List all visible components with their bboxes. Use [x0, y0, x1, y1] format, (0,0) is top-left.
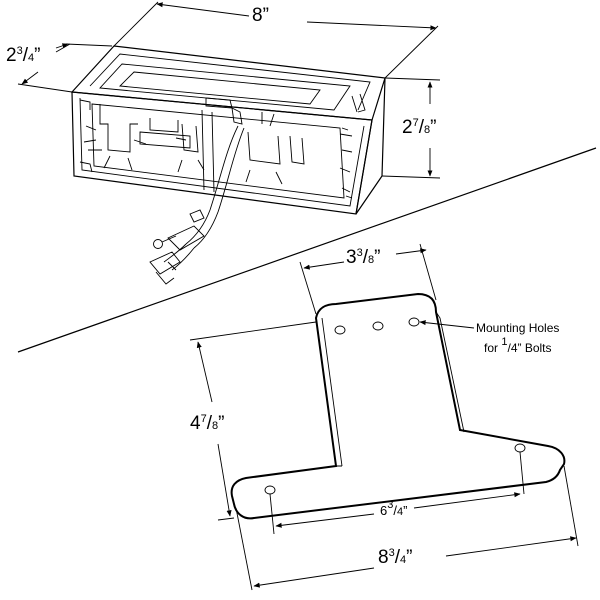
lamp-height-label: 27/8”	[402, 117, 437, 138]
dim-bracket-width	[235, 465, 579, 591]
dim-lamp-length	[113, 1, 439, 79]
dim-lamp-height	[381, 77, 441, 179]
lamp-depth-label: 23/4”	[6, 45, 41, 66]
mounting-hole	[334, 325, 346, 335]
mounting-holes-callout: Mounting Holes for 1/4” Bolts	[476, 322, 559, 354]
hole-spacing-label: 63/4”	[380, 499, 408, 518]
mounting-hole	[372, 321, 384, 331]
callout-line-1: Mounting Holes	[476, 321, 560, 335]
lamp-drawing	[70, 45, 386, 285]
callout-line-2: for 1/4” Bolts	[484, 336, 552, 355]
dim-bracket-top-width	[299, 243, 437, 315]
bracket-drawing	[230, 292, 566, 520]
callout-leader	[419, 320, 475, 329]
dim-lamp-depth	[17, 43, 113, 93]
dim-bracket-height	[189, 321, 317, 521]
lamp-length-label: 8”	[252, 5, 269, 26]
bracket-height-label: 47/8”	[190, 413, 225, 434]
mounting-hole	[514, 443, 526, 453]
bracket-width-label: 83/4”	[378, 547, 413, 568]
dim-hole-spacing	[269, 451, 525, 535]
mounting-hole	[264, 485, 276, 495]
mounting-hole	[408, 317, 420, 327]
separator-line	[17, 147, 597, 353]
bracket-top-width-label: 33/8”	[346, 247, 381, 268]
